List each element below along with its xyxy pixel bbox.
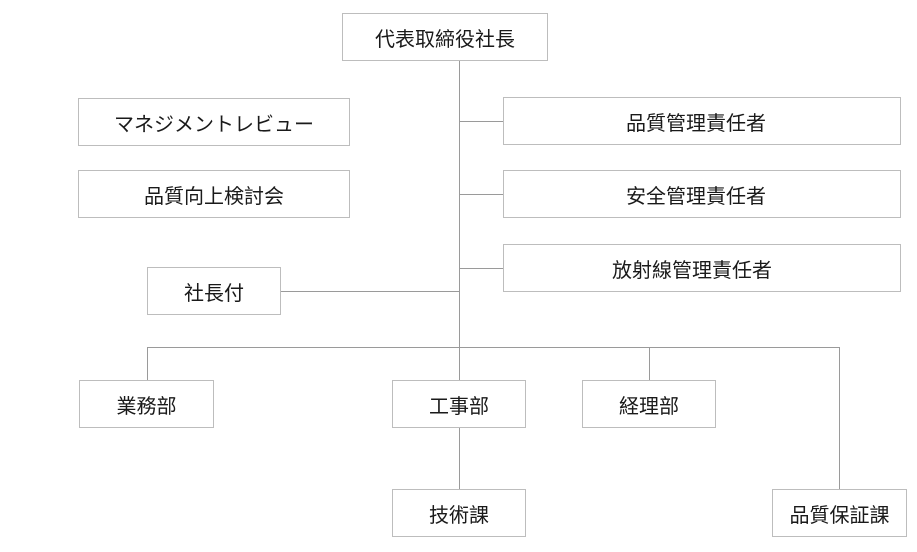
radiation-manager-box: 放射線管理責任者 — [503, 244, 901, 292]
management-review-label: マネジメントレビュー — [114, 111, 314, 136]
ceo-box: 代表取締役社長 — [342, 13, 548, 61]
construction-dept-box: 工事部 — [392, 380, 526, 428]
radiation-manager-label: 放射線管理責任者 — [612, 257, 772, 282]
management-review-box: マネジメントレビュー — [78, 98, 350, 146]
technical-section-box: 技術課 — [392, 489, 526, 537]
safety-manager-box: 安全管理責任者 — [503, 170, 901, 218]
construction-dept-label: 工事部 — [429, 393, 489, 418]
accounting-dept-label: 経理部 — [619, 393, 679, 418]
technical-section-label: 技術課 — [429, 502, 489, 527]
business-dept-box: 業務部 — [79, 380, 214, 428]
attached-label: 社長付 — [184, 280, 244, 305]
quality-assurance-section-box: 品質保証課 — [772, 489, 907, 537]
quality-manager-label: 品質管理責任者 — [626, 110, 766, 135]
accounting-dept-box: 経理部 — [582, 380, 716, 428]
attached-box: 社長付 — [147, 267, 281, 315]
quality-assurance-section-label: 品質保証課 — [789, 502, 890, 527]
quality-improvement-label: 品質向上検討会 — [144, 183, 284, 208]
quality-improvement-box: 品質向上検討会 — [78, 170, 350, 218]
safety-manager-label: 安全管理責任者 — [626, 183, 766, 208]
business-dept-label: 業務部 — [116, 393, 177, 418]
ceo-label: 代表取締役社長 — [375, 26, 515, 51]
quality-manager-box: 品質管理責任者 — [503, 97, 901, 145]
